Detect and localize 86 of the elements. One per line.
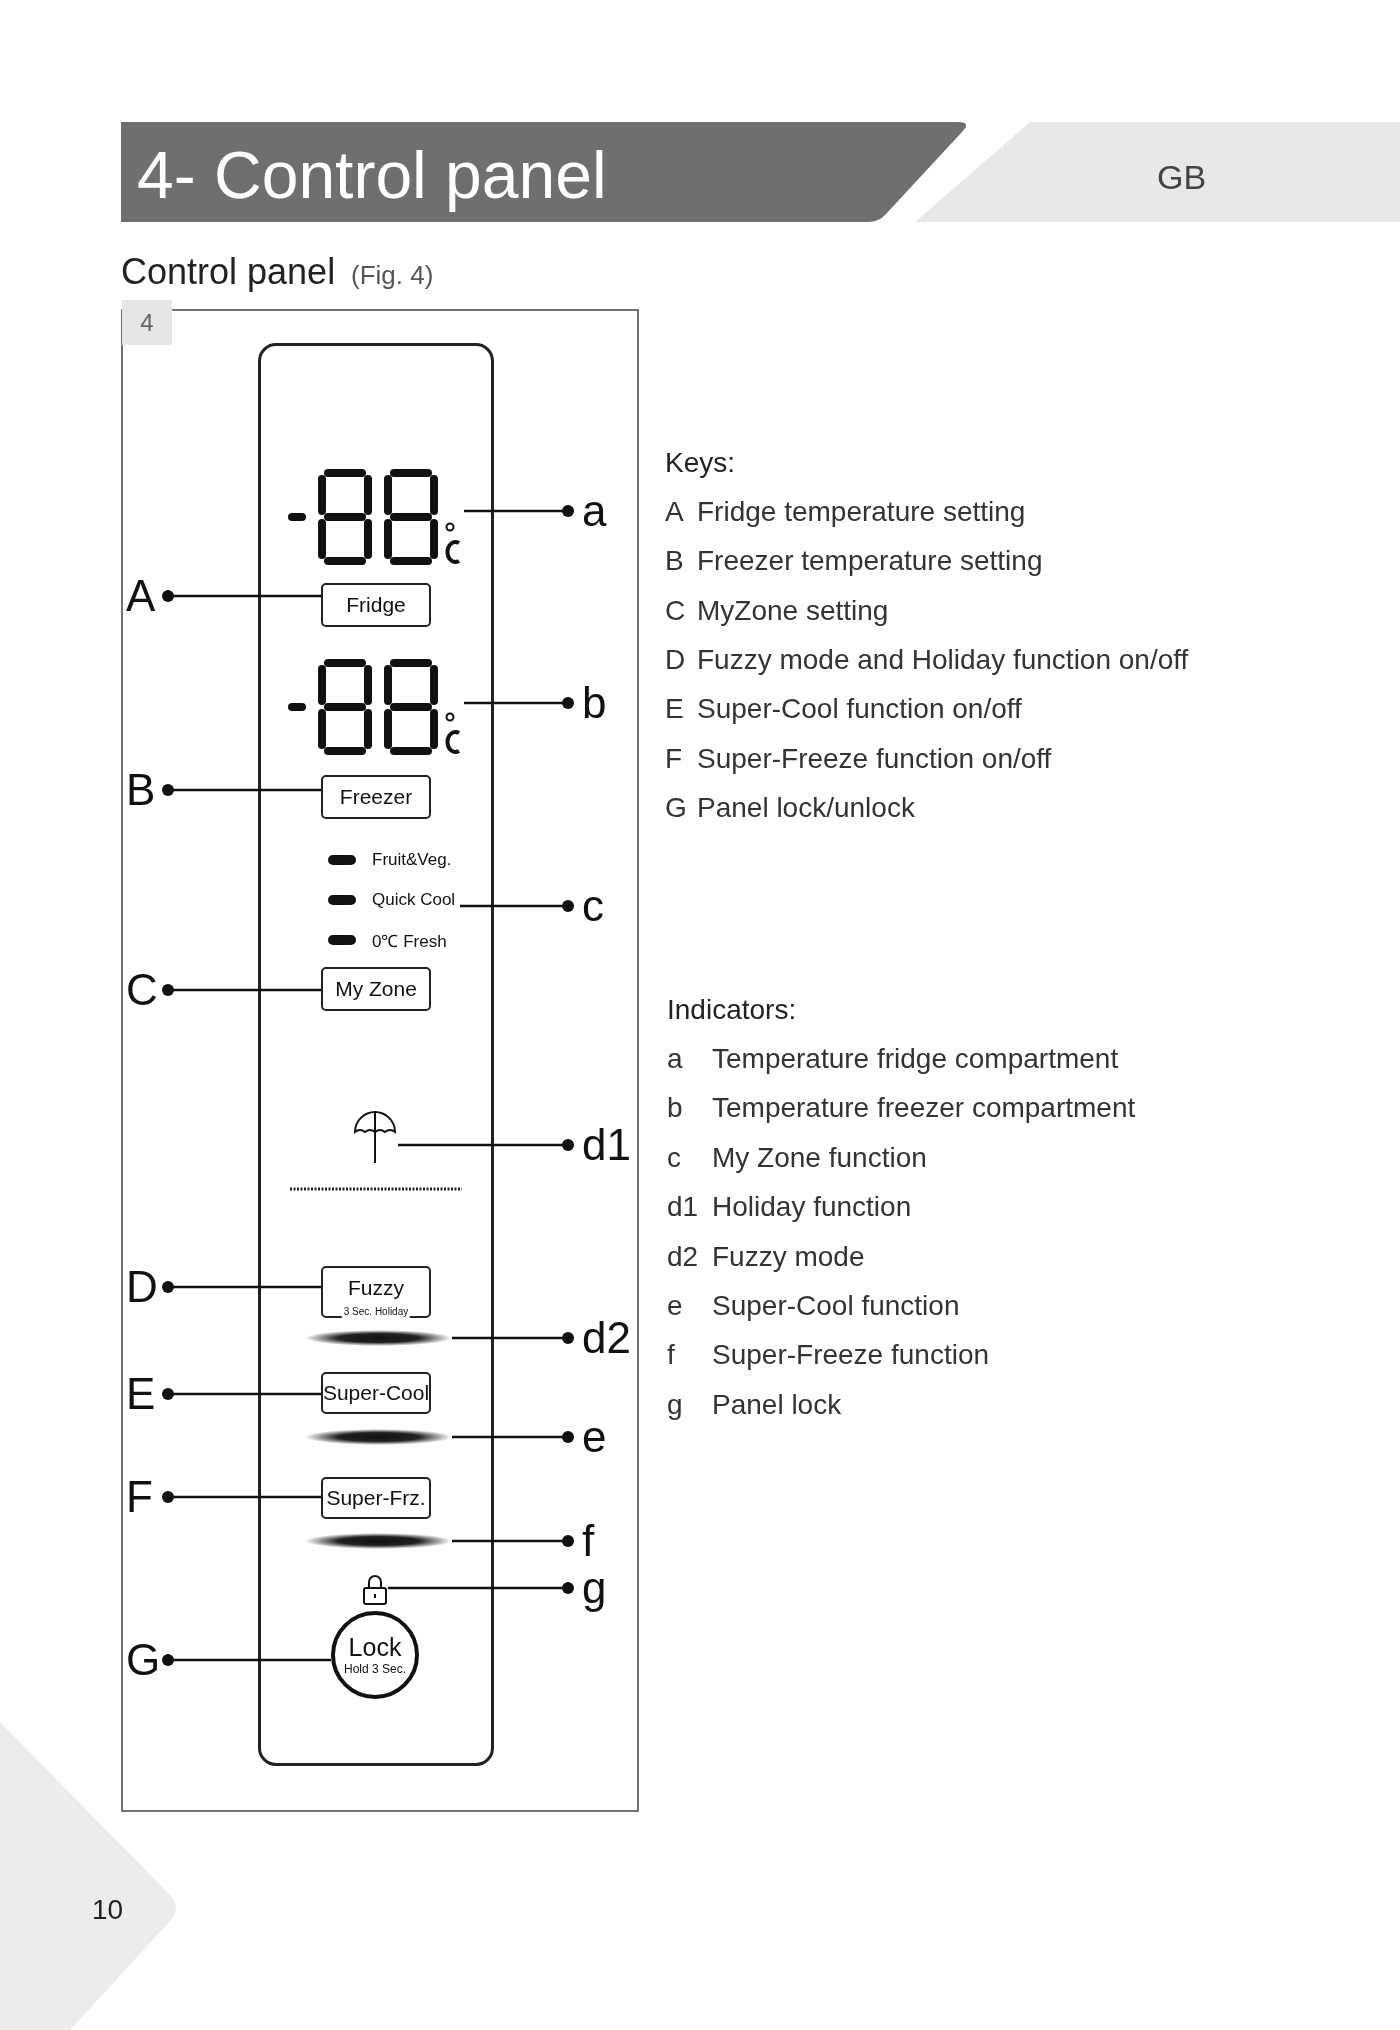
leader-line xyxy=(452,1431,574,1443)
key-button: Freezer xyxy=(321,775,431,819)
indicator-description: My Zone function xyxy=(712,1141,927,1174)
indicator-description: Super-Cool function xyxy=(712,1289,960,1323)
page-title: 4- Control panel xyxy=(137,138,607,214)
indicator-bar xyxy=(305,1429,452,1445)
key-letter: E xyxy=(665,693,684,726)
list-heading: Indicators: xyxy=(667,993,797,1027)
key-description: MyZone setting xyxy=(697,594,889,627)
key-letter: C xyxy=(665,594,686,627)
mode-label: Fruit&Veg. xyxy=(372,850,452,870)
leader-line xyxy=(162,590,321,602)
indicator-letter: a xyxy=(667,1042,683,1076)
indicator-letter: g xyxy=(667,1388,683,1421)
indicator-description: Fuzzy mode xyxy=(712,1240,865,1273)
indicator-letter: c xyxy=(667,1141,681,1174)
umbrella-icon xyxy=(352,1108,398,1164)
key-button: Super-Cool xyxy=(321,1372,431,1414)
figure-reference: (Fig. 4) xyxy=(351,261,434,291)
indicator-description: Temperature freezer compartment xyxy=(712,1092,1136,1125)
mode-label: 0℃ Fresh xyxy=(372,930,447,952)
leader-line xyxy=(464,697,574,709)
language-code: GB xyxy=(1157,158,1207,198)
list-heading: Keys: xyxy=(665,446,736,480)
leader-line xyxy=(162,1654,331,1666)
section-heading: Control panel xyxy=(121,251,336,293)
callout-letter: f xyxy=(582,1517,634,1565)
padlock-icon xyxy=(362,1572,388,1606)
leader-line xyxy=(162,1388,321,1400)
key-button: Fridge xyxy=(321,583,431,627)
key-description: Panel lock/unlock xyxy=(697,791,915,824)
key-button: Super-Frz. xyxy=(321,1477,431,1519)
indicator-bar xyxy=(305,1330,452,1346)
key-caption: Hold 3 Sec. xyxy=(343,1663,406,1675)
indicator-letter: f xyxy=(667,1339,675,1372)
indicator-bar xyxy=(305,1533,452,1549)
key-letter: F xyxy=(665,742,683,775)
indicator-letter: d2 xyxy=(667,1240,699,1273)
leader-line xyxy=(388,1582,574,1594)
callout-letter: b xyxy=(582,679,634,727)
key-description: Super-Freeze function on/off xyxy=(697,742,1052,775)
callout-letter: C xyxy=(126,966,160,1014)
key-description: Fuzzy mode and Holiday function on/off xyxy=(697,643,1189,676)
key-description: Fridge temperature setting xyxy=(697,495,1026,529)
indicator-description: Temperature fridge compartment xyxy=(712,1042,1119,1076)
key-button: Fuzzy 3 Sec. Holiday xyxy=(321,1266,431,1318)
leader-line xyxy=(452,1535,574,1547)
key-button: My Zone xyxy=(321,967,431,1011)
key-letter: G xyxy=(665,791,687,824)
key-letter: A xyxy=(665,495,684,529)
leader-line xyxy=(162,1491,321,1503)
control-panel-outline xyxy=(258,343,494,1766)
callout-letter: A xyxy=(126,572,160,620)
callout-letter: c xyxy=(582,882,634,930)
key-letter: D xyxy=(665,643,686,676)
callout-letter: B xyxy=(126,766,160,814)
callout-letter: G xyxy=(126,1636,160,1684)
page-number: 10 xyxy=(92,1893,124,1927)
callout-letter: g xyxy=(582,1564,634,1612)
callout-letter: D xyxy=(126,1263,160,1311)
leader-line xyxy=(162,984,321,996)
indicator-description: Holiday function xyxy=(712,1191,912,1224)
mode-label: Quick Cool xyxy=(372,890,456,910)
callout-letter: d1 xyxy=(582,1121,634,1169)
leader-line xyxy=(452,1332,574,1344)
callout-letter: e xyxy=(582,1413,634,1461)
indicator-letter: e xyxy=(667,1289,683,1323)
indicator-letter: d1 xyxy=(667,1191,699,1224)
callout-letter: d2 xyxy=(582,1314,634,1362)
lock-key: Lock Hold 3 Sec. xyxy=(331,1611,419,1699)
key-description: Freezer temperature setting xyxy=(697,545,1043,578)
callout-letter: a xyxy=(582,487,634,535)
leader-line xyxy=(398,1139,574,1151)
leader-line xyxy=(162,784,321,796)
key-description: Super-Cool function on/off xyxy=(697,693,1022,726)
leader-line xyxy=(162,1281,321,1293)
figure-number: 4 xyxy=(122,300,172,345)
leader-line xyxy=(460,900,574,912)
callout-letter: F xyxy=(126,1473,160,1521)
indicator-letter: b xyxy=(667,1092,683,1125)
callout-letter: E xyxy=(126,1370,160,1418)
indicator-description: Super-Freeze function xyxy=(712,1339,990,1372)
indicator-description: Panel lock xyxy=(712,1388,842,1421)
key-letter: B xyxy=(665,545,684,578)
key-caption: 3 Sec. Holiday xyxy=(341,1306,411,1318)
leader-line xyxy=(464,505,574,517)
